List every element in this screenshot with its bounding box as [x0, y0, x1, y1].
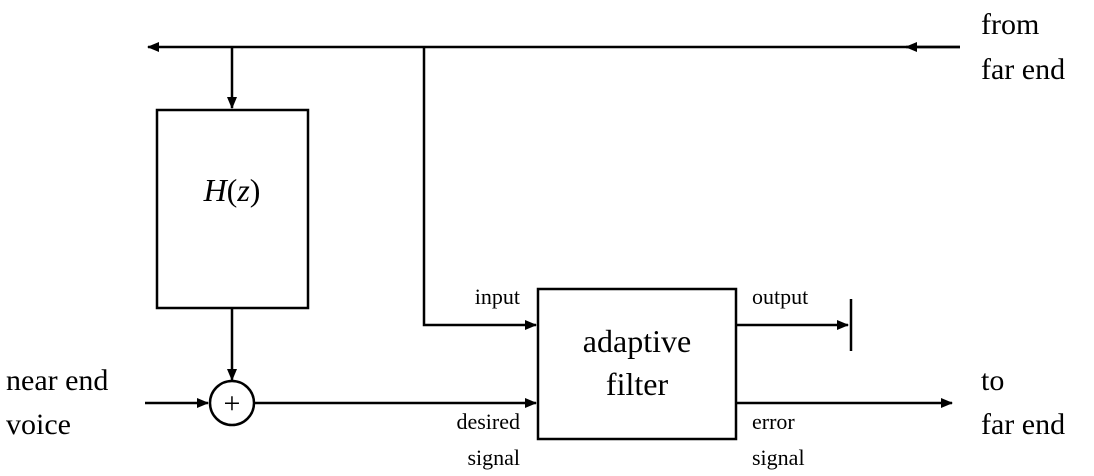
to-label: to	[981, 364, 1004, 397]
adaptive-label: adaptive	[583, 323, 691, 359]
desired-label: desired	[456, 409, 520, 434]
from-label: from	[981, 8, 1039, 41]
error-label: error	[752, 409, 795, 434]
far-end-in-label: far end	[981, 53, 1065, 86]
far-end-out-label: far end	[981, 408, 1065, 441]
h-function-name: H	[203, 172, 229, 208]
filter-label: filter	[606, 366, 669, 402]
error-signal-label: signal	[752, 445, 805, 470]
desired-signal-label: signal	[467, 445, 520, 470]
voice-label: voice	[6, 408, 71, 441]
h-block-label: H(z)	[203, 172, 261, 208]
h-function-arg: z	[236, 172, 250, 208]
near-end-label: near end	[6, 364, 108, 397]
h-block	[155, 108, 310, 310]
output-port-label: output	[752, 284, 808, 309]
filter-input-line	[422, 47, 537, 330]
adaptive-filter-block	[536, 287, 738, 441]
sum-symbol: +	[224, 387, 241, 420]
input-port-label: input	[475, 284, 520, 309]
